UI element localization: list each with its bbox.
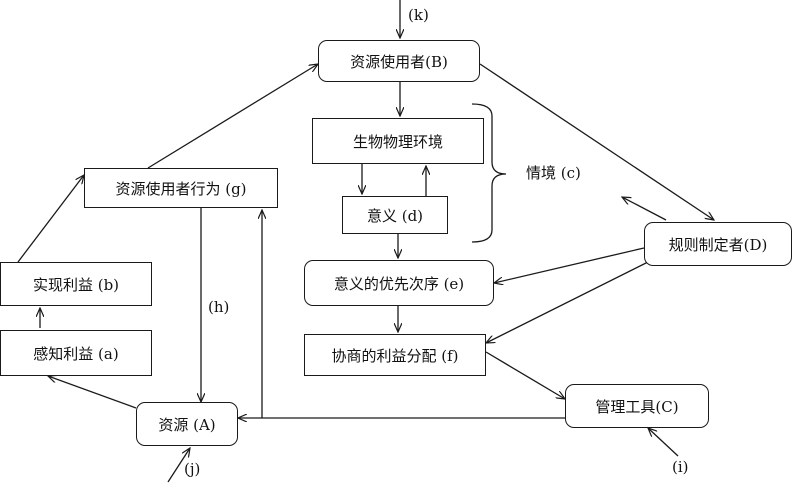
node-perceived-benefit: 感知利益 (a) — [0, 330, 152, 376]
node-rule-maker: 规则制定者(D) — [644, 222, 792, 266]
arrow-behavior-to-user — [147, 64, 318, 169]
node-negotiated-benefit: 协商的利益分配 (f) — [304, 334, 486, 376]
context-bracket — [471, 103, 507, 243]
label-j: (j) — [184, 460, 201, 478]
label-context: 情境 (c) — [526, 164, 581, 182]
arrow-i-to-tools — [648, 428, 679, 457]
arrow-rulemaker-feedback — [622, 197, 667, 221]
label-h: (h) — [208, 298, 230, 316]
arrow-benefit-to-tools — [485, 351, 565, 399]
node-meaning-priority: 意义的优先次序 (e) — [304, 260, 494, 306]
label-i: (i) — [672, 458, 689, 476]
node-management-tools: 管理工具(C) — [565, 384, 709, 428]
node-meaning: 意义 (d) — [342, 196, 448, 234]
node-realized-benefit: 实现利益 (b) — [0, 262, 152, 306]
node-biophysical-environment: 生物物理环境 — [312, 118, 484, 164]
label-k: (k) — [408, 6, 429, 24]
arrow-resource-to-perceived — [48, 376, 137, 409]
arrow-rulemaker-to-priority — [494, 247, 645, 283]
node-user-behavior: 资源使用者行为 (g) — [84, 168, 278, 208]
node-resource-user: 资源使用者(B) — [318, 40, 480, 82]
arrow-rulemaker-to-benefit — [486, 259, 653, 343]
arrow-realized-to-behavior — [17, 175, 84, 263]
arrow-j-to-resource — [167, 448, 190, 483]
arrow-user-to-rulemaker — [479, 63, 714, 220]
node-resource: 资源 (A) — [136, 402, 238, 446]
